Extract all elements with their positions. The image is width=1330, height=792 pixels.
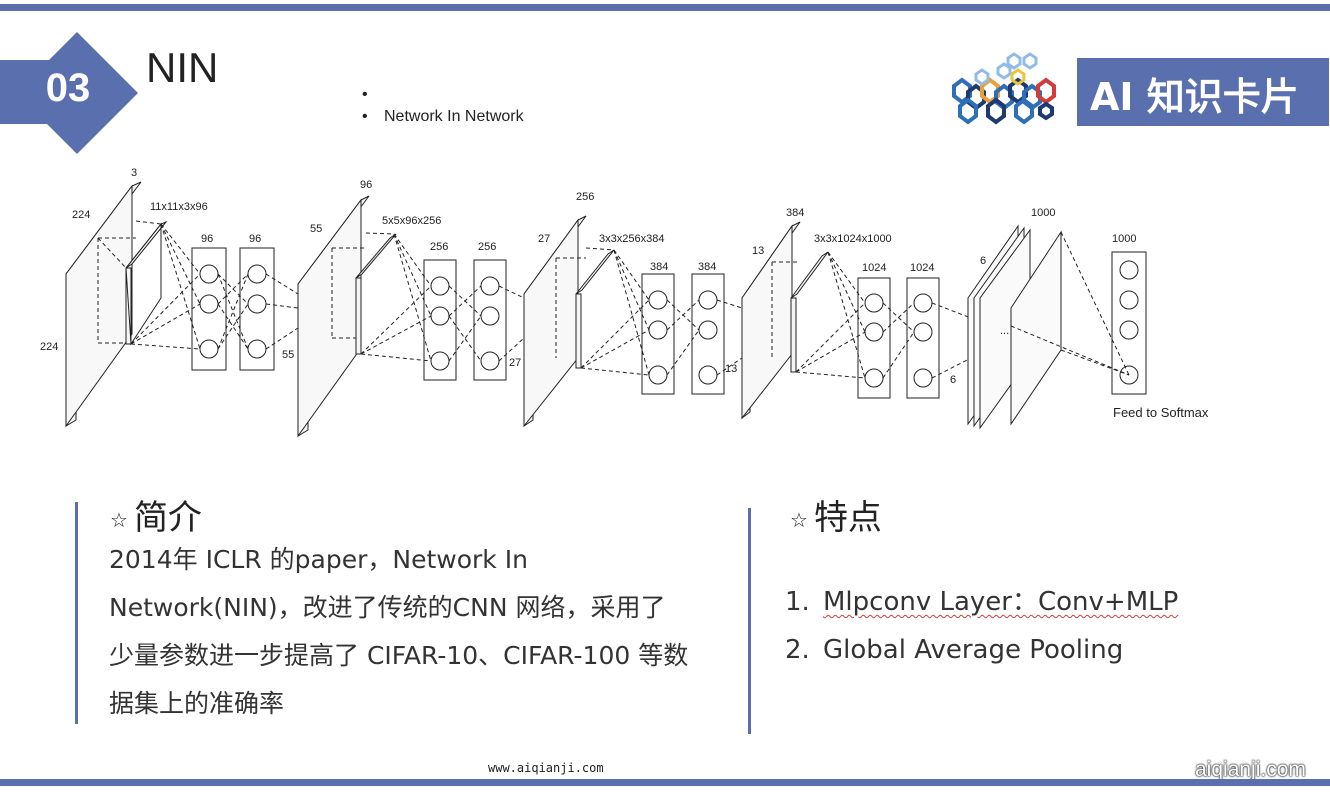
- intro-line: Network(NIN)，改进了传统的CNN 网络，采用了: [109, 593, 666, 622]
- hexagon-logo-icon: [952, 52, 1056, 125]
- label-c2b: 256: [478, 241, 496, 253]
- label-c3b: 384: [698, 261, 716, 273]
- stage-4: 13 384 3x3x1024x1000 1024 1024 6: [741, 207, 972, 420]
- label-l4-d: 384: [786, 207, 804, 219]
- intro-line: 2014年 ICLR 的paper，Network In: [109, 545, 528, 574]
- feature-label: Mlpconv Layer：Conv+MLP: [823, 587, 1179, 617]
- bullet-dot-icon: •: [362, 86, 368, 103]
- bullet-text: Network In Network: [384, 108, 524, 125]
- stage-1: 224 224 3 11x11x3x96 96 96 55: [40, 167, 299, 428]
- brand-box: [1077, 58, 1329, 126]
- label-l3-h: 27: [509, 357, 521, 369]
- label-c2a: 256: [430, 241, 448, 253]
- label-out: 1000: [1112, 233, 1136, 245]
- label-c4b: 1024: [910, 262, 934, 274]
- star-icon: ☆: [790, 507, 808, 532]
- label-c1b: 96: [249, 233, 261, 245]
- stage-2: 55 96 5x5x96x256 256 256 27: [297, 179, 525, 438]
- label-in-h: 224: [40, 341, 58, 353]
- label-l2-d: 96: [360, 179, 372, 191]
- features-list: 1. Mlpconv Layer：Conv+MLP 2. Global Averag…: [785, 578, 1178, 674]
- stage-3: 27 256 3x3x256x384 384 384 13: [523, 191, 743, 428]
- feature-number: 2.: [785, 635, 810, 665]
- label-l4-h: 13: [725, 363, 737, 375]
- feature-label: Global Average Pooling: [823, 635, 1124, 665]
- label-k1: 11x11x3x96: [150, 201, 208, 213]
- label-l3-d: 256: [576, 191, 594, 203]
- features-title-text: 特点: [813, 498, 882, 538]
- nin-architecture-diagram: 224 224 3 11x11x3x96 96 96 55: [40, 167, 1209, 438]
- feature-item: 1. Mlpconv Layer：Conv+MLP: [785, 578, 1178, 626]
- bottom-accent-bar: [0, 779, 1330, 786]
- label-l2-w: 55: [310, 223, 322, 235]
- feature-number: 1.: [785, 587, 810, 617]
- bullet-dot-icon: •: [362, 108, 368, 125]
- intro-divider-line: [75, 502, 78, 724]
- section-number: 03: [45, 66, 91, 110]
- features-section-title: ☆特点: [790, 490, 882, 539]
- label-k3: 3x3x256x384: [599, 233, 664, 245]
- label-in-d: 3: [131, 167, 137, 179]
- label-l3-w: 27: [538, 233, 550, 245]
- intro-title-text: 简介: [133, 498, 202, 538]
- label-l2-h: 55: [282, 349, 294, 361]
- label-k4: 3x3x1024x1000: [814, 233, 892, 245]
- label-c3a: 384: [650, 261, 668, 273]
- label-c1a: 96: [201, 233, 213, 245]
- watermark: aiqianji.com: [1195, 758, 1306, 781]
- section-badge-diamond: [16, 32, 138, 154]
- intro-line: 据集上的准确率: [109, 689, 285, 718]
- feature-item: 2. Global Average Pooling: [785, 626, 1178, 674]
- brand-title: AI 知识卡片: [1090, 75, 1299, 119]
- label-ellipsis: ...: [1000, 325, 1009, 337]
- label-l5-w: 6: [980, 255, 986, 267]
- footer-url: www.aiqianji.com: [488, 761, 604, 775]
- label-l4-w: 13: [752, 245, 764, 257]
- top-accent-bar: [0, 4, 1330, 11]
- features-divider-line: [748, 508, 751, 734]
- label-softmax: Feed to Softmax: [1113, 405, 1209, 420]
- label-l5-d: 1000: [1031, 207, 1055, 219]
- intro-line: 少量参数进一步提高了 CIFAR-10、CIFAR-100 等数: [109, 641, 689, 670]
- bullet-item: •: [362, 84, 524, 106]
- label-in-w: 224: [72, 209, 90, 221]
- intro-section-title: ☆简介: [110, 490, 202, 539]
- bullet-item: • Network In Network: [362, 106, 524, 128]
- label-c4a: 1024: [862, 262, 886, 274]
- stage-5: 6 1000 1000 ... Feed to Softmax: [967, 207, 1209, 430]
- label-k2: 5x5x96x256: [382, 215, 441, 227]
- label-l5-h: 6: [950, 374, 956, 386]
- intro-paragraph: 2014年 ICLR 的paper，Network In Network(NIN…: [109, 536, 734, 728]
- page-title: NIN: [146, 44, 219, 91]
- star-icon: ☆: [110, 507, 128, 532]
- bullet-list: • • Network In Network: [362, 84, 524, 128]
